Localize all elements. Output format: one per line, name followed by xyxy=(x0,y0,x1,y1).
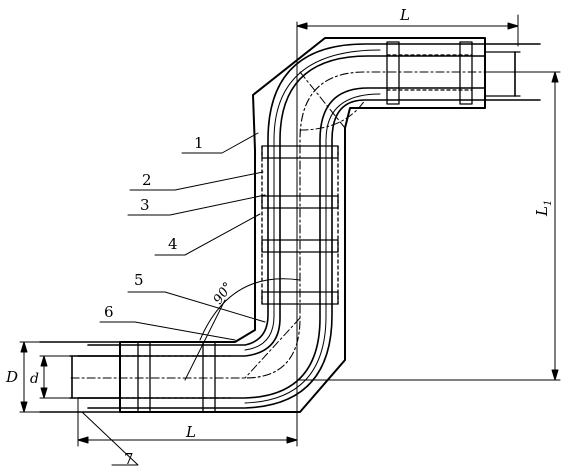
dimension-d xyxy=(39,355,75,399)
dimension-L-top xyxy=(296,14,519,381)
dimension-d-label: d xyxy=(30,371,39,387)
outer-jacket xyxy=(119,37,486,413)
dimension-L1 xyxy=(296,71,561,381)
part-label-3: 3 xyxy=(140,196,150,214)
part-label-4: 4 xyxy=(168,235,178,253)
leader-lines xyxy=(81,132,266,466)
layer-line-a xyxy=(244,49,381,351)
inner-pipe-2 xyxy=(77,87,486,399)
part-label-7: 7 xyxy=(124,450,134,468)
dimension-L-top-label: L xyxy=(400,6,410,24)
centerline xyxy=(69,71,541,379)
dimension-L1-sub: 1 xyxy=(543,199,554,207)
part-label-2: 2 xyxy=(142,171,152,189)
sleeves-bottom xyxy=(119,341,231,413)
part-label-5: 5 xyxy=(134,271,144,289)
sleeves-vertical xyxy=(261,145,339,305)
dimension-D xyxy=(19,341,61,413)
part-label-6: 6 xyxy=(104,303,114,321)
layer-line-b xyxy=(244,93,381,404)
casing-outer xyxy=(87,43,486,346)
dimension-D-label: D xyxy=(6,368,19,386)
dimension-L-bottom-label: L xyxy=(186,423,196,441)
casing-inner xyxy=(87,99,486,409)
dimension-L1-main: L xyxy=(533,206,551,216)
dimension-L-bottom xyxy=(77,379,298,447)
part-label-1: 1 xyxy=(194,134,204,152)
inner-pipe-1 xyxy=(77,55,486,357)
sleeves-top xyxy=(386,41,473,105)
angle-arc xyxy=(199,278,301,341)
dimension-L1-label: L1 xyxy=(533,199,554,216)
